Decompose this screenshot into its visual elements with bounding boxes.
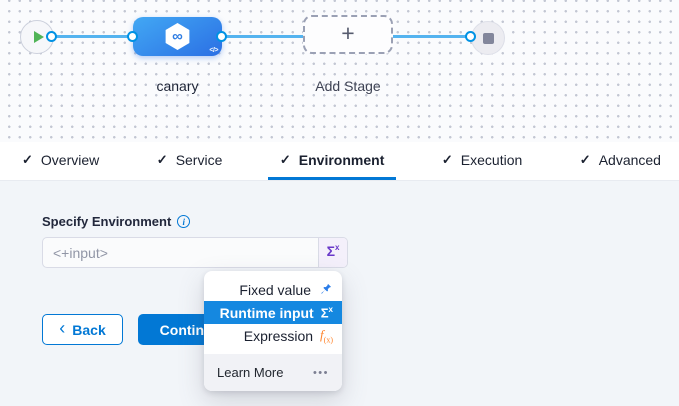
- pipeline-edge: [391, 35, 473, 38]
- tab-execution[interactable]: ✓ Execution: [430, 142, 534, 180]
- sigma-icon: Σx: [327, 243, 340, 259]
- connector-port: [127, 31, 138, 42]
- info-icon[interactable]: i: [177, 215, 190, 228]
- check-icon: ✓: [442, 152, 453, 168]
- pipeline-canvas: ∞ </> canary + Add Stage: [0, 0, 679, 142]
- tab-label: Environment: [299, 152, 385, 168]
- connector-port: [46, 31, 57, 42]
- environment-input[interactable]: [43, 238, 318, 267]
- runtime-input-type-button[interactable]: Σx: [318, 238, 347, 267]
- tab-label: Advanced: [599, 152, 661, 168]
- pipeline-edge: [220, 35, 305, 38]
- tab-label: Overview: [41, 152, 99, 168]
- tab-label: Service: [176, 152, 223, 168]
- stage-name-label: canary: [133, 78, 222, 94]
- specify-environment-label: Specify Environment: [42, 214, 171, 229]
- play-icon: [34, 31, 44, 43]
- chevron-left-icon: ‹: [59, 318, 65, 339]
- value-type-options: Fixed value Runtime input Σx Expression …: [204, 271, 342, 354]
- pipeline-end-node[interactable]: [471, 21, 505, 55]
- stop-icon: [483, 33, 494, 44]
- connector-port: [216, 31, 227, 42]
- menu-item-label: Expression: [244, 328, 313, 344]
- check-icon: ✓: [280, 152, 291, 168]
- tab-overview[interactable]: ✓ Overview: [10, 142, 111, 180]
- back-button[interactable]: ‹ Back: [42, 314, 123, 345]
- pipeline-edge: [50, 35, 135, 38]
- specify-environment-label-row: Specify Environment i: [42, 214, 190, 229]
- environment-input-group: Σx: [42, 237, 348, 268]
- add-stage-button[interactable]: +: [303, 15, 393, 54]
- connector-port: [465, 31, 476, 42]
- tab-label: Execution: [461, 152, 522, 168]
- tab-advanced[interactable]: ✓ Advanced: [568, 142, 673, 180]
- back-button-label: Back: [72, 322, 105, 338]
- tab-service[interactable]: ✓ Service: [145, 142, 235, 180]
- add-stage-label: Add Stage: [300, 78, 396, 94]
- menu-footer: Learn More •••: [204, 354, 342, 391]
- menu-item-fixed-value[interactable]: Fixed value: [204, 278, 342, 301]
- infinity-icon: ∞: [172, 29, 183, 44]
- check-icon: ✓: [157, 152, 168, 168]
- sigma-icon: Σx: [321, 305, 333, 320]
- check-icon: ✓: [580, 152, 591, 168]
- check-icon: ✓: [22, 152, 33, 168]
- harness-deploy-icon: ∞: [164, 23, 191, 50]
- tab-environment[interactable]: ✓ Environment: [268, 142, 396, 180]
- stage-config-tabbar: ✓ Overview ✓ Service ✓ Environment ✓ Exe…: [0, 142, 679, 181]
- stage-node-canary[interactable]: ∞ </>: [133, 17, 222, 56]
- menu-item-expression[interactable]: Expression f(x): [204, 324, 342, 347]
- fx-icon: f(x): [320, 327, 333, 345]
- more-options-icon[interactable]: •••: [313, 367, 329, 379]
- menu-item-label: Runtime input: [220, 305, 314, 321]
- value-type-dropdown: Fixed value Runtime input Σx Expression …: [204, 271, 342, 391]
- menu-item-runtime-input[interactable]: Runtime input Σx: [204, 301, 342, 324]
- plus-icon: +: [341, 22, 354, 45]
- menu-item-label: Fixed value: [239, 282, 311, 298]
- code-icon: </>: [209, 47, 218, 54]
- learn-more-link[interactable]: Learn More: [217, 365, 283, 380]
- pin-icon: [318, 282, 333, 297]
